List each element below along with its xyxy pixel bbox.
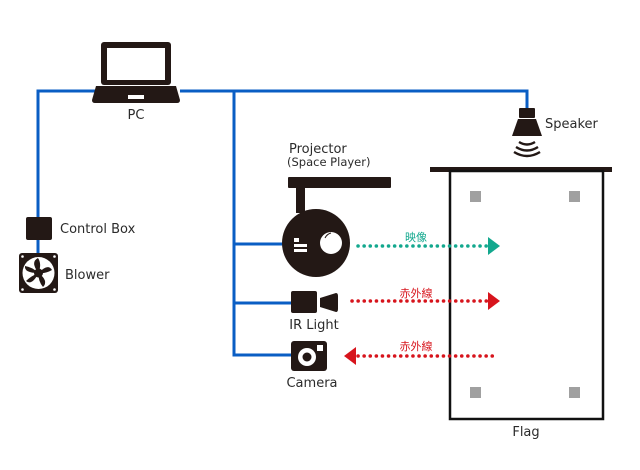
- flag-marker: [569, 191, 580, 202]
- flag-marker: [569, 387, 580, 398]
- camera-icon: [291, 341, 327, 371]
- projector-node: Projector (Space Player): [282, 142, 391, 277]
- projector-sublabel: (Space Player): [287, 155, 370, 169]
- wire-pc-speaker: [180, 89, 529, 108]
- pc-node: PC: [92, 42, 180, 123]
- camera-node: Camera: [286, 341, 338, 391]
- control-box-node: Control Box: [26, 217, 136, 240]
- ir-light-label: IR Light: [289, 318, 338, 333]
- projector-icon: [282, 177, 391, 277]
- arrow-right-icon: [488, 237, 500, 255]
- ir-light-node: IR Light: [289, 291, 339, 333]
- speaker-icon: [512, 108, 542, 158]
- wiring: [36, 89, 529, 357]
- camera-label: Camera: [286, 376, 337, 391]
- signal-ir-in-label: 赤外線: [400, 339, 433, 353]
- blower-node: Blower: [19, 253, 110, 293]
- signal-ir-in: 赤外線: [344, 339, 496, 365]
- flag-node: Flag: [430, 167, 612, 440]
- arrow-left-icon: [344, 347, 356, 365]
- flag-marker: [470, 387, 481, 398]
- arrow-right-icon: [488, 292, 500, 310]
- projector-label: Projector: [289, 142, 347, 157]
- signal-ir-out: 赤外線: [350, 286, 500, 310]
- pc-label: PC: [128, 108, 145, 123]
- speaker-node: Speaker: [512, 108, 599, 158]
- signal-ir-out-label: 赤外線: [400, 286, 433, 300]
- flag-cloth: [448, 169, 605, 421]
- signal-video: 映像: [356, 231, 500, 255]
- wire-pc-control-box: [36, 89, 100, 218]
- fan-icon: [19, 253, 58, 293]
- flag-pole: [430, 167, 612, 172]
- speaker-label: Speaker: [545, 117, 599, 132]
- flag-label: Flag: [512, 425, 539, 440]
- blower-label: Blower: [65, 268, 110, 283]
- control-box-label: Control Box: [60, 222, 136, 237]
- box-icon: [26, 217, 52, 240]
- laptop-icon: [92, 42, 180, 103]
- wire-bus: [232, 91, 292, 357]
- flag-marker: [470, 191, 481, 202]
- signal-video-label: 映像: [405, 231, 427, 244]
- ir-light-icon: [291, 291, 338, 313]
